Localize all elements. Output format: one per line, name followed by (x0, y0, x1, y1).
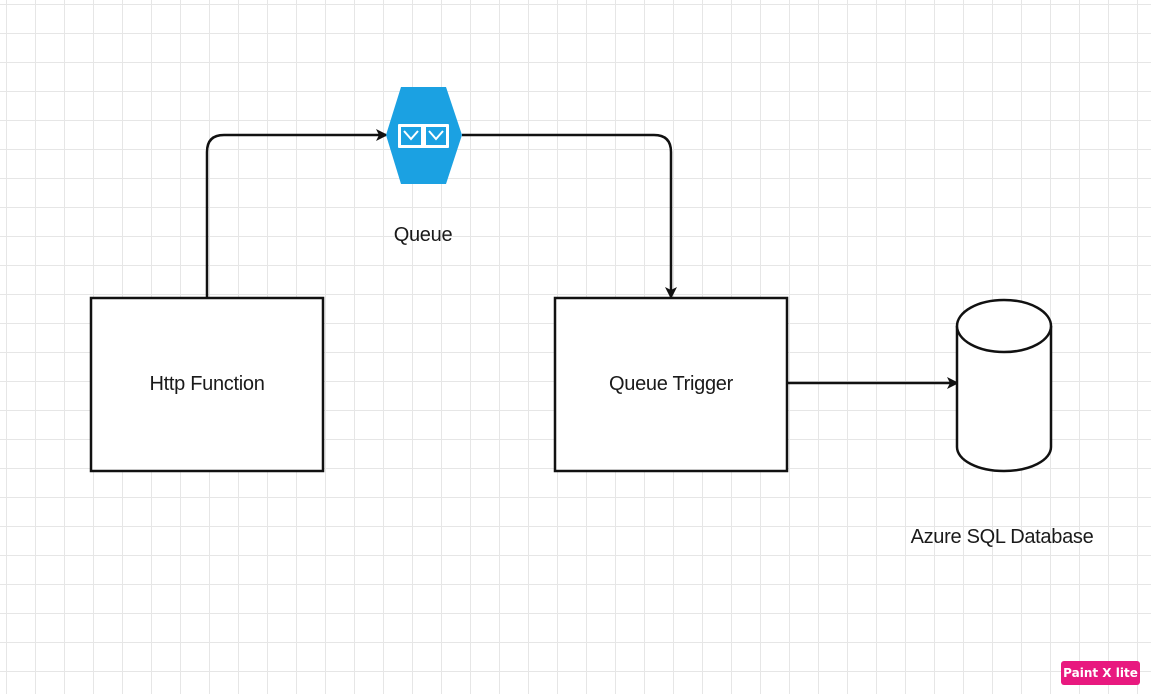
http-function-box[interactable] (89, 296, 325, 473)
queue-trigger-label: Queue Trigger (609, 373, 733, 395)
edge-queue-to-trigger (462, 133, 677, 299)
queue-icon[interactable] (386, 87, 462, 184)
database-label: Azure SQL Database (910, 526, 1094, 548)
queue-trigger-box[interactable] (553, 296, 789, 473)
queue-label: Queue (393, 224, 453, 246)
edge-http-to-queue (205, 129, 388, 297)
database-icon[interactable] (955, 298, 1053, 473)
watermark-badge: Paint X lite (1061, 661, 1140, 685)
http-function-label: Http Function (149, 373, 265, 395)
